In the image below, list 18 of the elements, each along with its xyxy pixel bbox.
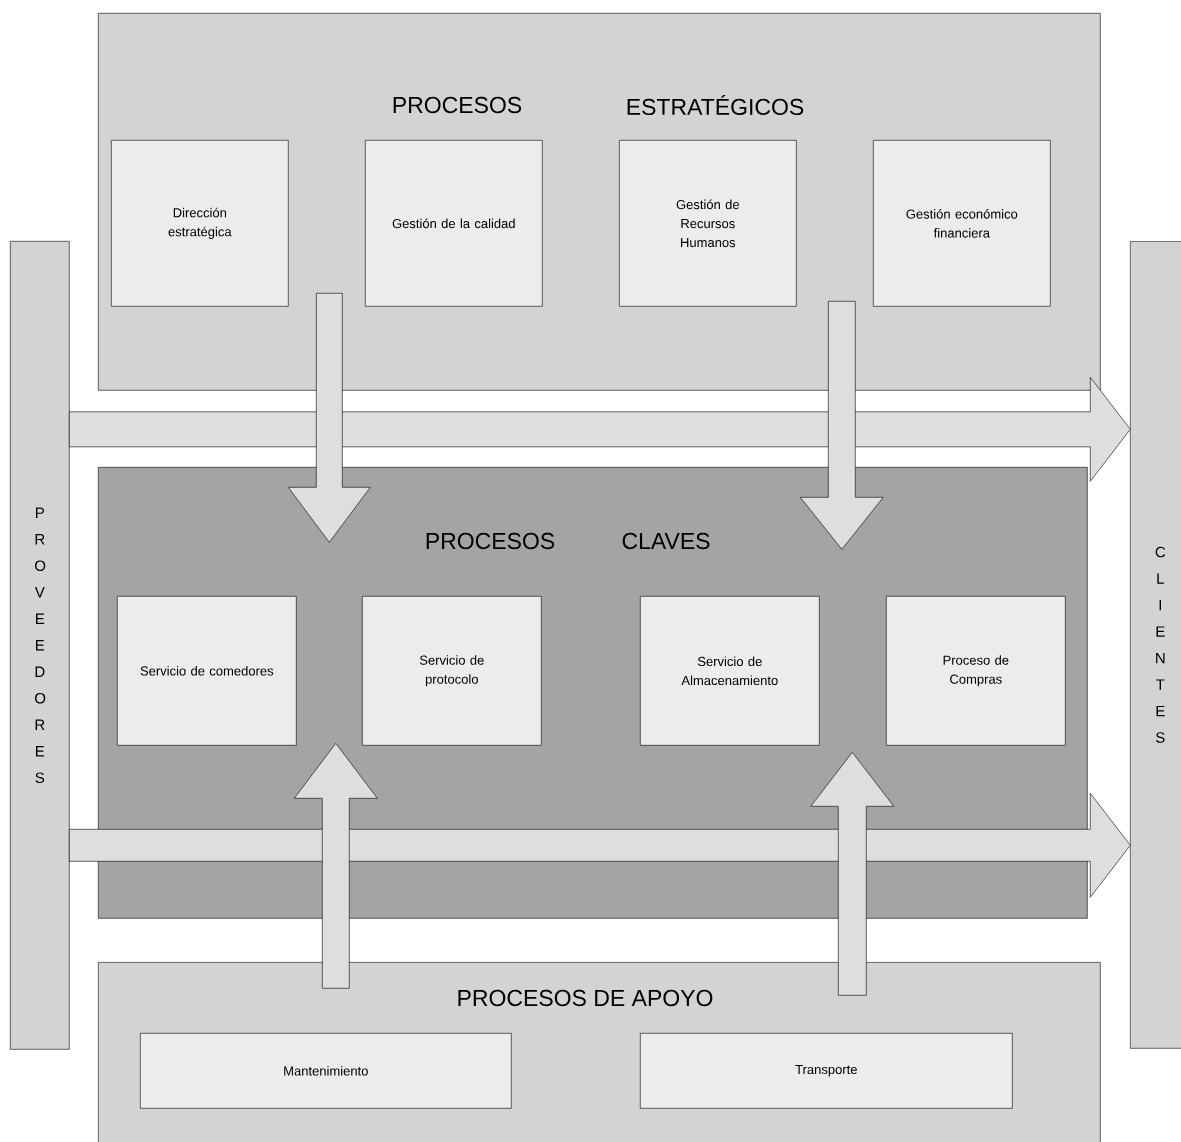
block-arrow bbox=[69, 377, 1131, 482]
process-box: Gestión económico financiera bbox=[873, 140, 1051, 307]
process-box: Transporte bbox=[640, 1033, 1013, 1109]
process-box: Servicio de Almacenamiento bbox=[640, 596, 820, 746]
process-box: Servicio de comedores bbox=[117, 596, 297, 746]
process-box: Mantenimiento bbox=[140, 1033, 512, 1109]
process-box: Gestión de Recursos Humanos bbox=[619, 140, 797, 307]
side-bar: CLIENTES bbox=[1130, 241, 1181, 1049]
block-arrow bbox=[800, 301, 884, 550]
process-box: Gestión de la calidad bbox=[365, 140, 543, 307]
block-arrow bbox=[69, 793, 1131, 898]
process-box: Servicio de protocolo bbox=[362, 596, 542, 746]
block-arrow bbox=[288, 293, 371, 543]
block-arrow bbox=[810, 752, 895, 996]
block-arrow bbox=[294, 743, 378, 989]
process-box: Dirección estratégica bbox=[111, 140, 289, 307]
side-bar: PROVEEDORES bbox=[10, 241, 70, 1050]
process-box: Proceso de Compras bbox=[886, 596, 1066, 746]
